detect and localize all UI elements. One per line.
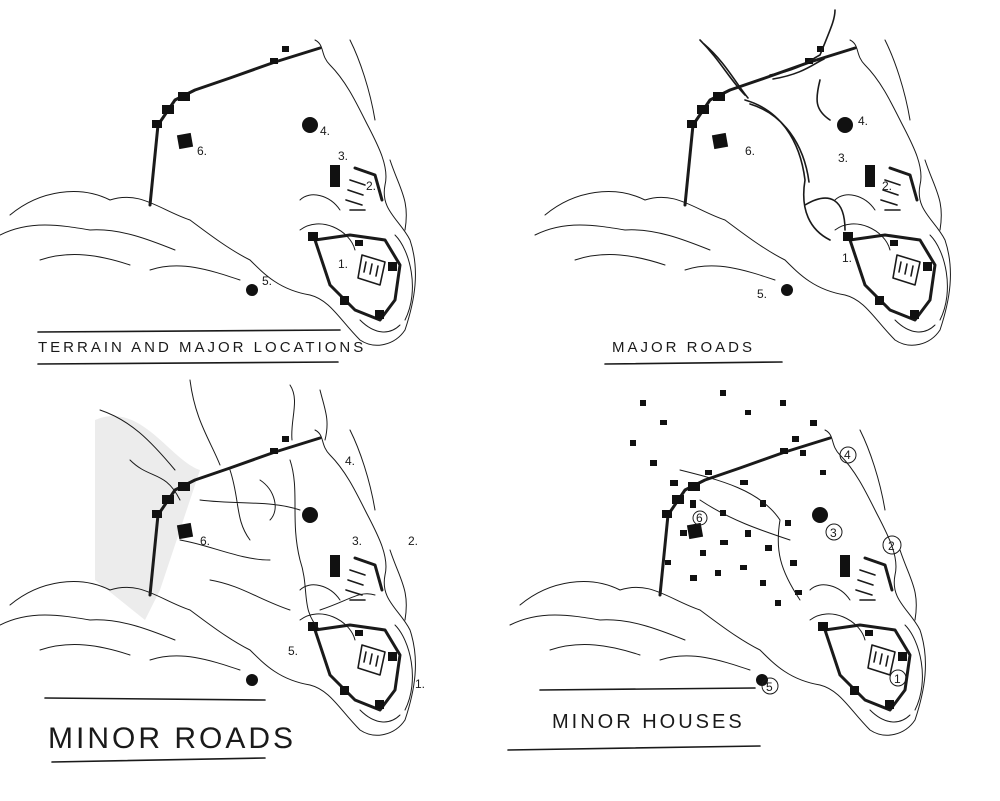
marker-2: 2. bbox=[366, 179, 376, 193]
marker-3: 3. bbox=[838, 151, 848, 165]
marker-6: 6. bbox=[200, 534, 210, 548]
panel-terrain-major-locations: 6. 4. 3. 2. 1. 5. Terrain And Major Loca… bbox=[0, 38, 417, 365]
marker-3: 3. bbox=[338, 149, 348, 163]
marker-1: 1. bbox=[415, 677, 425, 691]
marker-3: 3. bbox=[352, 534, 362, 548]
marker-1: 1 bbox=[894, 672, 901, 686]
marker-4: 4. bbox=[858, 114, 868, 128]
title-underline bbox=[37, 329, 341, 365]
marker-5: 5 bbox=[766, 680, 773, 694]
marker-2: 2. bbox=[408, 534, 418, 548]
title-underline bbox=[604, 361, 783, 365]
panel-major-roads: 6. 4. 3. 2. 1. 5. Major Roads bbox=[533, 9, 952, 365]
marker-5: 5. bbox=[757, 287, 767, 301]
marker-6: 6. bbox=[745, 144, 755, 158]
panel-title: Terrain And Major Locations bbox=[38, 339, 366, 356]
marker-5: 5. bbox=[262, 274, 272, 288]
title-underline bbox=[507, 687, 761, 751]
panel-minor-roads: 6. 4. 3. 2. 1. 5. Minor Roads bbox=[0, 379, 425, 763]
marker-1: 1. bbox=[842, 251, 852, 265]
marker-3: 3 bbox=[830, 526, 837, 540]
panel-title: Minor Houses bbox=[552, 711, 745, 733]
panel-title: Major Roads bbox=[612, 339, 755, 356]
panel-title: Minor Roads bbox=[48, 722, 296, 755]
title-underline bbox=[44, 697, 266, 763]
marker-4: 4. bbox=[320, 124, 330, 138]
panel-minor-houses: 6 4 3 2 1 5 Minor Houses bbox=[507, 390, 927, 751]
marker-4: 4 bbox=[844, 448, 851, 462]
marker-5: 5. bbox=[288, 644, 298, 658]
marker-6: 6. bbox=[197, 144, 207, 158]
marker-2: 2 bbox=[888, 539, 895, 553]
marker-6: 6 bbox=[696, 511, 703, 525]
marker-2: 2. bbox=[882, 179, 892, 193]
marker-1: 1. bbox=[338, 257, 348, 271]
marker-4: 4. bbox=[345, 454, 355, 468]
